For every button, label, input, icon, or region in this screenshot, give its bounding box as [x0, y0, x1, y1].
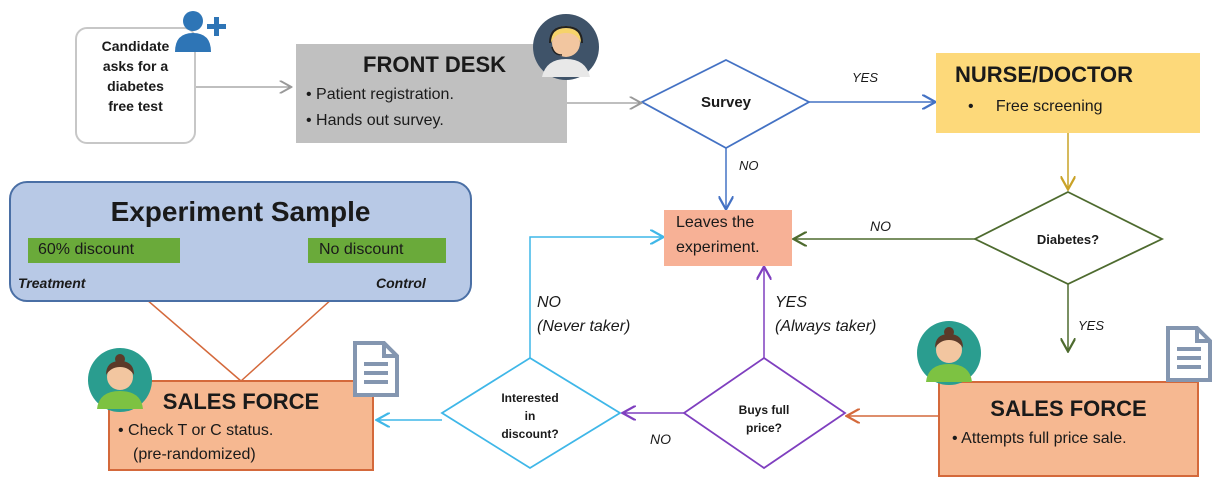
document-icon	[1166, 326, 1212, 382]
never-taker-no: NO	[537, 294, 561, 311]
front-desk-box	[296, 44, 567, 143]
leaves-line-1: Leaves the	[676, 214, 755, 231]
sales-force-left-title: SALES FORCE	[162, 389, 320, 414]
salesperson-icon	[917, 321, 981, 385]
interested-line-1: Interested	[501, 391, 559, 405]
treatment-discount-box	[28, 238, 180, 263]
interested-line-3: discount?	[501, 427, 559, 441]
buys-line-2: price?	[745, 421, 782, 435]
diabetes-label: Diabetes?	[1036, 232, 1100, 247]
candidate-line-1: Candidate	[101, 38, 170, 54]
control-discount-box	[308, 238, 446, 263]
interested-line-2: in	[524, 409, 536, 423]
add-user-icon	[175, 11, 226, 52]
always-taker-yes: YES	[775, 294, 808, 311]
front-desk-title: FRONT DESK	[363, 52, 506, 77]
sales-force-right-box	[938, 381, 1199, 477]
control-label: Control	[376, 275, 426, 291]
sales-force-right-title: SALES FORCE	[990, 396, 1147, 421]
control-discount-label: No discount	[319, 241, 404, 258]
interested-diamond	[440, 356, 622, 470]
front-desk-bullet-2: • Hands out survey.	[306, 112, 444, 129]
candidate-line-3: diabetes	[107, 78, 164, 94]
survey-yes-label: YES	[852, 70, 879, 85]
survey-no-label: NO	[739, 158, 759, 173]
always-taker-label: (Always taker)	[775, 318, 877, 335]
leaves-line-2: experiment.	[676, 239, 760, 256]
buys-line-1: Buys full	[738, 403, 790, 417]
treatment-discount-label: 60% discount	[38, 241, 135, 258]
sales-force-left-bullet: • Check T or C status.	[118, 422, 274, 439]
nurse-doctor-bullet: • Free screening	[968, 98, 1103, 115]
nurse-doctor-title: NURSE/DOCTOR	[955, 62, 1134, 87]
survey-label: Survey	[700, 94, 752, 111]
sales-force-right-bullet: • Attempts full price sale.	[952, 430, 1127, 447]
salesperson-icon	[88, 348, 152, 412]
never-taker-label: (Never taker)	[537, 318, 631, 335]
experiment-sample-title: Experiment Sample	[110, 196, 371, 227]
nurse-doctor-box	[936, 53, 1200, 133]
candidate-line-4: free test	[108, 98, 163, 114]
buys-no-label: NO	[650, 431, 671, 447]
leaves-experiment-box	[664, 210, 792, 266]
diabetes-no-label: NO	[870, 218, 891, 234]
sales-force-left-box	[108, 380, 374, 471]
receptionist-icon	[533, 14, 599, 80]
candidate-line-2: asks for a	[102, 58, 169, 74]
front-desk-bullet-1: • Patient registration.	[306, 86, 454, 103]
document-icon	[353, 341, 399, 397]
buys-diamond	[682, 356, 847, 470]
treatment-label: Treatment	[18, 275, 86, 291]
sales-force-left-sub: (pre-randomized)	[133, 446, 256, 463]
diabetes-yes-label: YES	[1078, 318, 1105, 333]
